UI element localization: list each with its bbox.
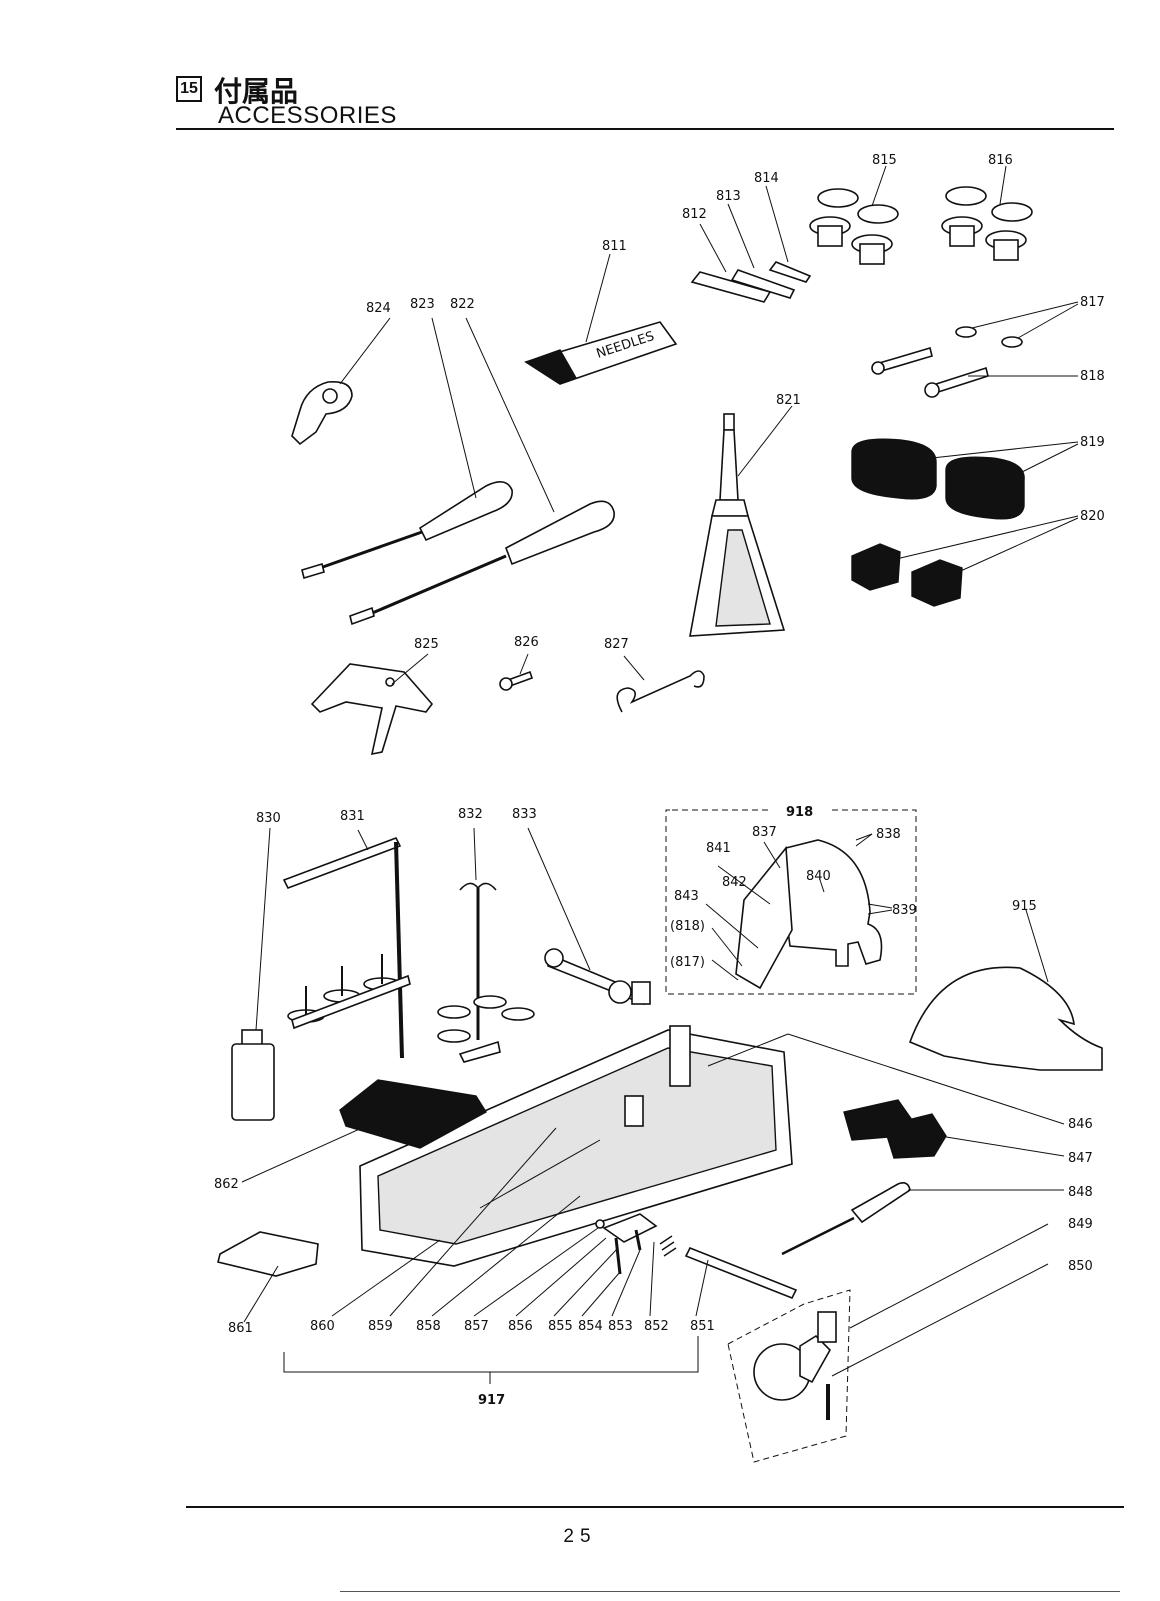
part-819-rubber-feet <box>851 438 1079 520</box>
part-826-screw <box>499 653 534 691</box>
callout-831: 831 <box>340 809 365 824</box>
part-851-rod <box>684 1246 798 1300</box>
callout-824: 824 <box>366 301 391 316</box>
part-852-857-small-parts <box>595 1213 677 1275</box>
part-846-847-parts <box>707 1033 1065 1159</box>
callout-839: 839 <box>892 903 917 918</box>
part-918-assembly-box <box>665 809 917 995</box>
header-rule <box>176 128 1114 130</box>
callout-841: 841 <box>706 841 731 856</box>
callout-numbers: 811 812 813 814 815 816 817 818 819 820 … <box>214 153 1105 1408</box>
callout-827: 827 <box>604 637 629 652</box>
callout-822: 822 <box>450 297 475 312</box>
footer-rule-thin <box>340 1591 1120 1592</box>
part-830-oil-bottle <box>231 827 275 1121</box>
part-820-small-feet <box>851 515 1079 607</box>
callout-837: 837 <box>752 825 777 840</box>
part-824-tool <box>291 317 391 446</box>
callout-859: 859 <box>368 1319 393 1334</box>
callout-815: 815 <box>872 153 897 168</box>
callout-860: 860 <box>310 1319 335 1334</box>
part-832-thread-stand <box>437 827 535 1063</box>
section-number-box: 15 <box>176 76 202 102</box>
callout-840: 840 <box>806 869 831 884</box>
callout-821: 821 <box>776 393 801 408</box>
part-816-bobbins <box>941 165 1033 261</box>
callout-817-paren: (817) <box>670 955 705 970</box>
callout-915: 915 <box>1012 899 1037 914</box>
callout-814: 814 <box>754 171 779 186</box>
callout-848: 848 <box>1068 1185 1093 1200</box>
callout-843: 843 <box>674 889 699 904</box>
part-825-bracket <box>310 653 434 756</box>
part-861-cover-cloth <box>217 1231 319 1323</box>
callout-818-paren: (818) <box>670 919 705 934</box>
callout-857: 857 <box>464 1319 489 1334</box>
part-815-bobbins <box>809 165 899 265</box>
part-915-cover <box>908 909 1103 1071</box>
callout-826: 826 <box>514 635 539 650</box>
part-base-tray <box>359 1025 793 1267</box>
callout-858: 858 <box>416 1319 441 1334</box>
leader-lines-851-860 <box>331 1127 709 1317</box>
callout-861: 861 <box>228 1321 253 1336</box>
callout-818: 818 <box>1080 369 1105 384</box>
callout-854: 854 <box>578 1319 603 1334</box>
part-848-screwdriver <box>781 1182 1064 1256</box>
callout-856: 856 <box>508 1319 533 1334</box>
callout-862: 862 <box>214 1177 239 1192</box>
callout-817: 817 <box>1080 295 1105 310</box>
callout-918: 918 <box>786 805 813 820</box>
callout-842: 842 <box>722 875 747 890</box>
callout-849: 849 <box>1068 1217 1093 1232</box>
callout-838: 838 <box>876 827 901 842</box>
callout-816: 816 <box>988 153 1013 168</box>
callout-813: 813 <box>716 189 741 204</box>
callout-855: 855 <box>548 1319 573 1334</box>
callout-832: 832 <box>458 807 483 822</box>
callout-812: 812 <box>682 207 707 222</box>
callout-846: 846 <box>1068 1117 1093 1132</box>
callout-811: 811 <box>602 239 627 254</box>
part-827-spring <box>616 655 705 713</box>
part-811-needle-packet: NEEDLES <box>524 253 678 385</box>
part-817-818-washers-screws <box>871 301 1079 398</box>
callout-833: 833 <box>512 807 537 822</box>
callout-820: 820 <box>1080 509 1105 524</box>
part-822-823-screwdrivers <box>301 317 615 626</box>
callout-847: 847 <box>1068 1151 1093 1166</box>
part-917-bracket-line <box>283 1336 699 1384</box>
part-831-thread-stand <box>282 829 411 1059</box>
callout-852: 852 <box>644 1319 669 1334</box>
title-japanese: 付属品 <box>214 75 299 108</box>
callout-830: 830 <box>256 811 281 826</box>
callout-850: 850 <box>1068 1259 1093 1274</box>
page-number: 25 <box>563 1526 597 1547</box>
callout-823: 823 <box>410 297 435 312</box>
part-849-850-lamp-assembly <box>727 1223 1049 1463</box>
callout-917: 917 <box>478 1393 505 1408</box>
part-821-oil-can <box>689 405 793 637</box>
title-english: ACCESSORIES <box>218 102 397 129</box>
callout-819: 819 <box>1080 435 1105 450</box>
callout-853: 853 <box>608 1319 633 1334</box>
callout-851: 851 <box>690 1319 715 1334</box>
part-812-814-hex-keys <box>690 185 812 303</box>
part-862-felt-pad <box>241 1079 487 1183</box>
part-833-bobbin-winder <box>527 827 651 1006</box>
callout-825: 825 <box>414 637 439 652</box>
footer-rule <box>186 1506 1124 1508</box>
